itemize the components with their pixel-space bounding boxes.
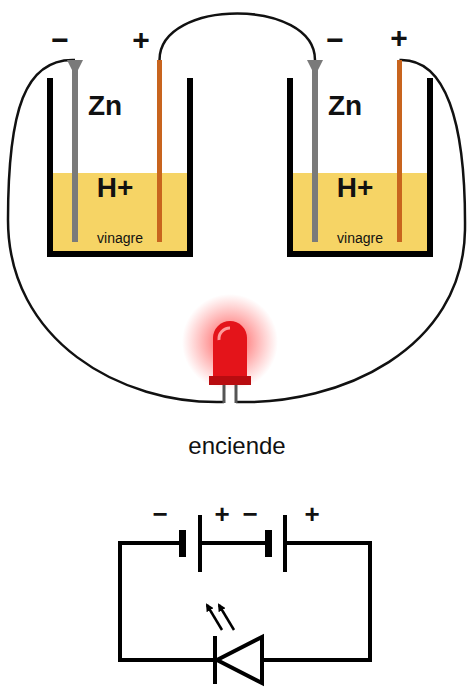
wire [160,14,316,61]
beaker [290,78,430,254]
beaker-cell: ZnH+ vinagre [44,60,196,260]
zinc-electrode-head [307,60,323,76]
liquid-label: vinagre [337,231,383,245]
beaker-drawing [44,60,196,260]
diode-bar [213,636,217,684]
led-rim [209,376,251,385]
led-lead [223,384,226,403]
liquid-label: vinagre [97,231,143,245]
polarity-sign: − [242,501,257,527]
led-body [213,321,247,380]
light-arrow [219,605,234,630]
zinc-electrode [72,68,78,242]
schematic [120,543,370,660]
copper-electrode [157,60,162,242]
beaker-cell: ZnH+ vinagre [284,60,436,260]
electrode-label: Zn [328,92,362,120]
battery-positive-plate [198,515,202,572]
beaker [50,78,190,254]
zinc-electrode [312,68,318,242]
battery-negative-plate [179,530,186,557]
copper-electrode [397,60,402,242]
led-lead [235,384,238,403]
polarity-sign: + [304,501,319,527]
ion-label: H+ [337,174,374,202]
electrode-label: Zn [88,92,122,120]
diode-triangle [217,637,262,683]
beaker-drawing [284,60,436,260]
led-glow [182,294,278,390]
light-arrow [207,605,222,630]
battery-negative-plate [265,530,272,557]
ion-label: H+ [97,174,134,202]
polarity-sign: − [326,25,344,55]
polarity-sign: + [390,23,408,53]
led-shine [219,328,230,340]
polarity-sign: + [214,501,229,527]
zinc-electrode-head [67,60,83,76]
polarity-sign: + [132,25,150,55]
polarity-sign: − [51,25,69,55]
caption-note: enciende [188,434,285,458]
polarity-sign: − [152,501,167,527]
battery-positive-plate [283,515,287,572]
